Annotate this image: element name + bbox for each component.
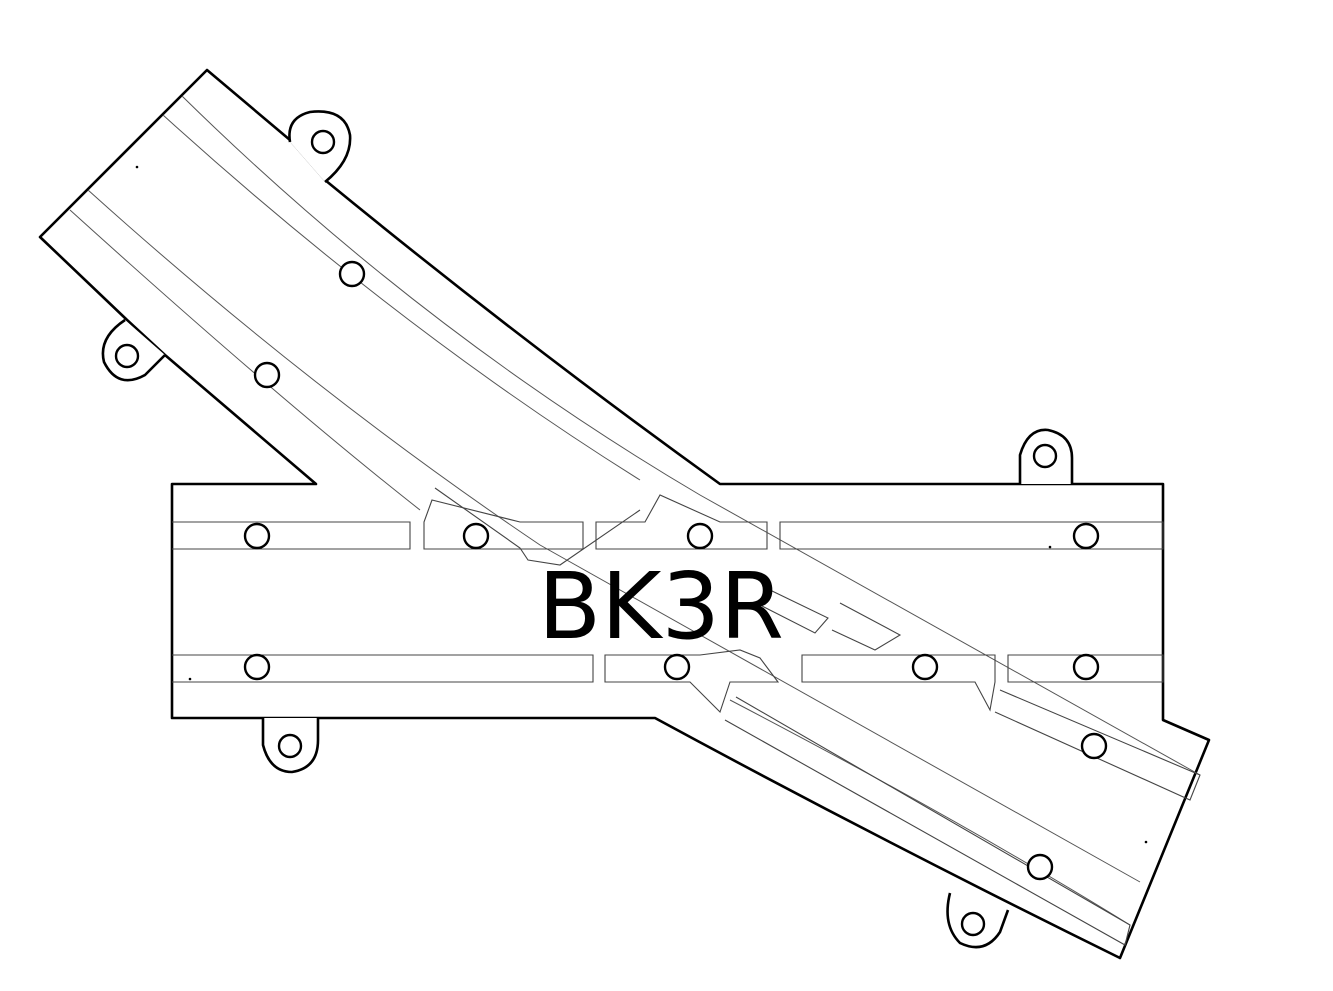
slot-bottom-4	[1007, 654, 1164, 683]
curve-guide-mid	[87, 189, 1141, 883]
registration-dot	[1144, 840, 1148, 844]
tab-hole-left	[114, 343, 140, 369]
slot-top-4	[779, 521, 1164, 550]
curve-slot-c	[831, 602, 902, 651]
curve-slot-e	[724, 696, 1131, 946]
rail-holes	[243, 260, 1108, 881]
rail-hole	[338, 260, 366, 288]
rail-hole	[253, 361, 281, 389]
curve-slot-b	[759, 589, 829, 634]
piece-label: BK3R	[538, 553, 784, 660]
rail-hole	[911, 653, 939, 681]
tab-hole-bottom-left	[277, 733, 303, 759]
registration-dot	[188, 677, 192, 681]
rail-hole	[243, 522, 271, 550]
tab-hole-right-top	[1032, 443, 1058, 469]
slot-top-3	[595, 494, 768, 550]
curve-guide-upper	[162, 114, 641, 481]
rail-hole	[1072, 522, 1100, 550]
straight-slots-top	[172, 494, 1164, 550]
slot-bottom-2	[604, 649, 780, 714]
curve-guide-outer	[181, 95, 1201, 776]
rail-hole	[1072, 653, 1100, 681]
slot-bottom-1	[172, 654, 594, 683]
track-piece-outline	[38, 68, 1211, 960]
rail-hole	[1080, 732, 1108, 760]
rail-hole	[663, 653, 691, 681]
rail-hole	[1026, 853, 1054, 881]
slot-top-1	[172, 521, 411, 550]
curve-guide-lower	[729, 699, 1131, 926]
registration-dots	[135, 165, 1148, 844]
rail-hole	[462, 522, 490, 550]
straight-slots-bottom	[172, 649, 1164, 714]
curve-slot-a	[434, 487, 641, 566]
registration-dot	[1048, 545, 1052, 549]
tab-holes	[114, 129, 1058, 937]
rail-hole	[686, 522, 714, 550]
slot-bottom-3	[801, 654, 996, 712]
tab-hole-top	[310, 129, 336, 155]
rail-hole	[243, 653, 271, 681]
tab-hole-bottom-right	[960, 911, 986, 937]
registration-dot	[135, 165, 139, 169]
